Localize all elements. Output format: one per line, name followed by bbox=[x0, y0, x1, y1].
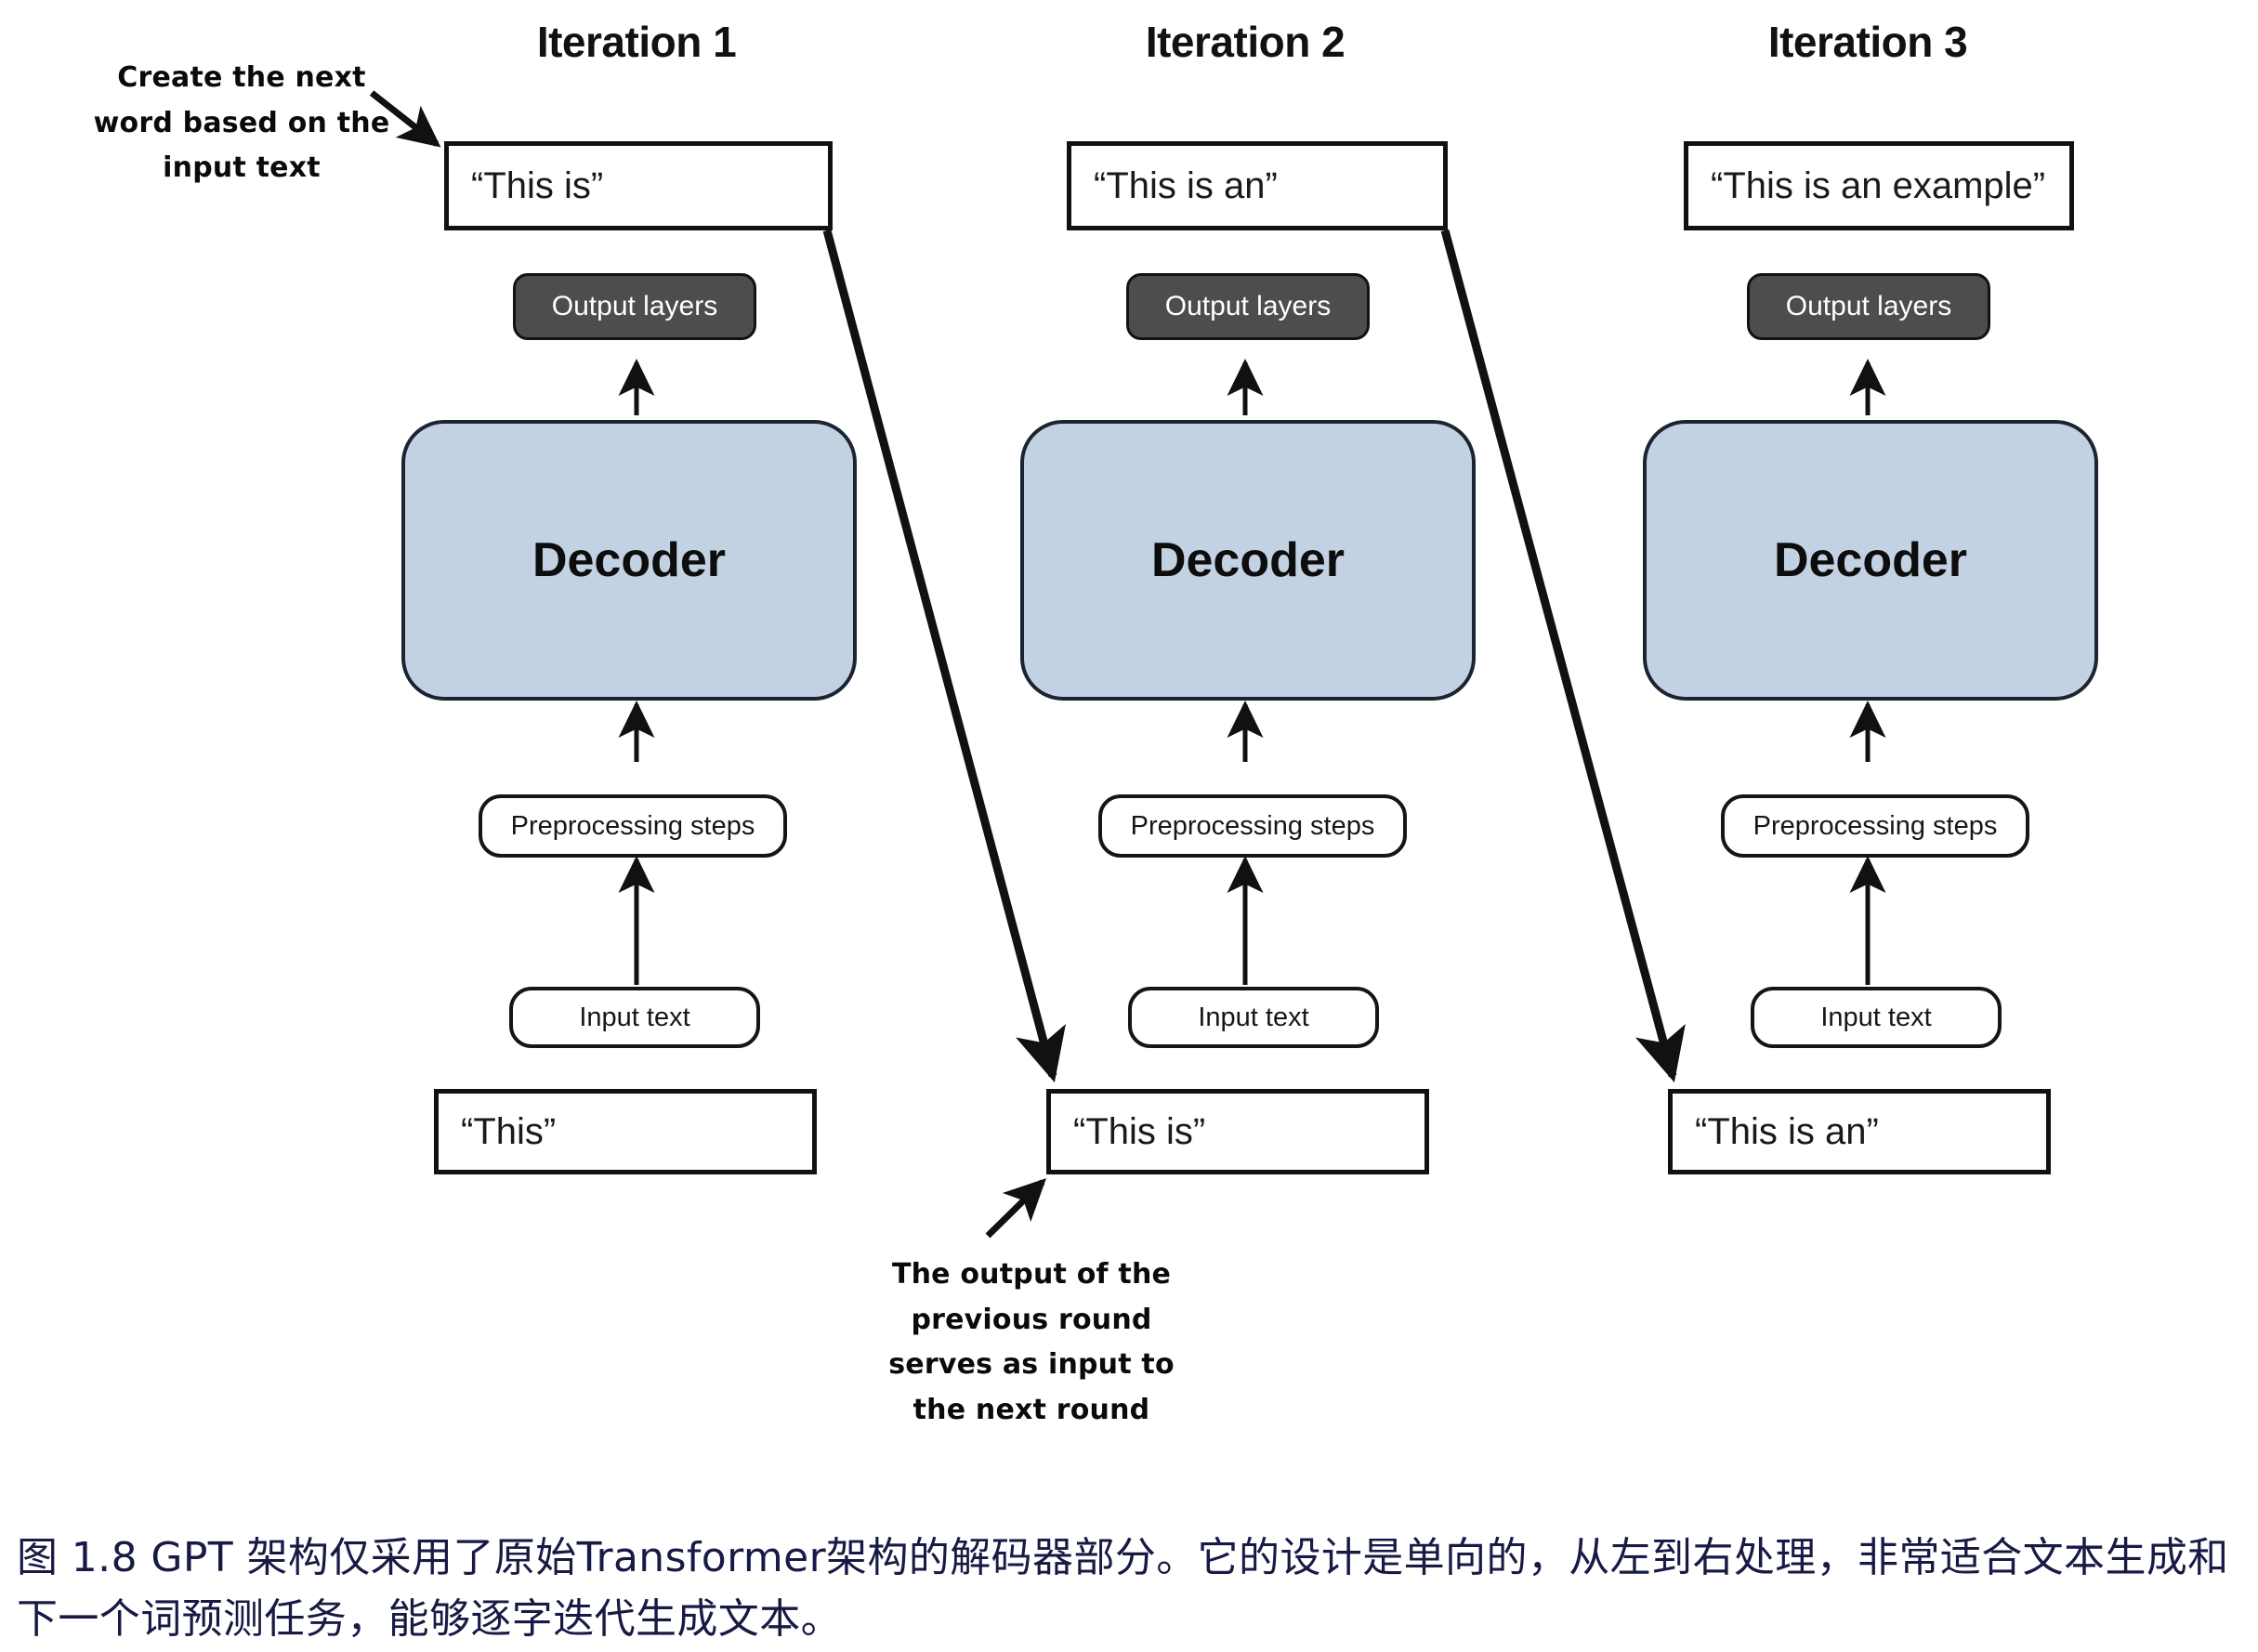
preprocessing-label-2: Preprocessing steps bbox=[1130, 810, 1375, 841]
preprocessing-label-1: Preprocessing steps bbox=[510, 810, 755, 841]
input-string-box-iteration-3: “This is an” bbox=[1668, 1089, 2051, 1174]
input-string-iteration-3: “This is an” bbox=[1695, 1110, 1879, 1152]
decoder-label-1: Decoder bbox=[532, 533, 727, 587]
decoder-label-3: Decoder bbox=[1773, 533, 1968, 587]
decoder-box-iteration-2: Decoder bbox=[1020, 420, 1476, 701]
output-layers-label-1: Output layers bbox=[551, 291, 718, 321]
output-text-box-iteration-2: “This is an” bbox=[1067, 141, 1448, 230]
output-text-iteration-3: “This is an example” bbox=[1711, 164, 2046, 206]
preprocessing-label-3: Preprocessing steps bbox=[1753, 810, 1998, 841]
figure-caption: 图 1.8 GPT 架构仅采用了原始Transformer架构的解码器部分。它的… bbox=[17, 1534, 2229, 1643]
iteration-2-title: Iteration 2 bbox=[1145, 18, 1346, 66]
decoder-label-2: Decoder bbox=[1150, 533, 1346, 587]
output-text-box-iteration-3: “This is an example” bbox=[1684, 141, 2074, 230]
input-text-label-3: Input text bbox=[1820, 1002, 1932, 1032]
preprocessing-box-iteration-1: Preprocessing steps bbox=[479, 794, 787, 858]
carry-arrow-2-to-3 bbox=[1440, 229, 1686, 1082]
decoder-box-iteration-1: Decoder bbox=[401, 420, 857, 701]
output-layers-box-iteration-3: Output layers bbox=[1747, 273, 1990, 340]
decoder-box-iteration-3: Decoder bbox=[1643, 420, 2098, 701]
preprocessing-box-iteration-3: Preprocessing steps bbox=[1721, 794, 2029, 858]
input-text-box-iteration-2: Input text bbox=[1128, 987, 1379, 1048]
input-text-box-iteration-3: Input text bbox=[1751, 987, 2002, 1048]
iteration-3-title: Iteration 3 bbox=[1767, 18, 1968, 66]
input-text-box-iteration-1: Input text bbox=[509, 987, 760, 1048]
output-layers-label-3: Output layers bbox=[1785, 291, 1952, 321]
carry-arrow-1-to-2 bbox=[822, 229, 1066, 1082]
output-text-iteration-2: “This is an” bbox=[1094, 164, 1278, 206]
input-string-iteration-2: “This is” bbox=[1073, 1110, 1206, 1152]
input-text-label-2: Input text bbox=[1198, 1002, 1309, 1032]
output-layers-label-2: Output layers bbox=[1164, 291, 1332, 321]
annotation-leader-bottom bbox=[985, 1178, 1046, 1239]
input-string-box-iteration-2: “This is” bbox=[1046, 1089, 1429, 1174]
input-text-label-1: Input text bbox=[579, 1002, 690, 1032]
output-text-box-iteration-1: “This is” bbox=[444, 141, 833, 230]
iteration-1-title: Iteration 1 bbox=[536, 18, 737, 66]
output-text-iteration-1: “This is” bbox=[471, 164, 604, 206]
input-string-iteration-1: “This” bbox=[461, 1110, 557, 1152]
input-string-box-iteration-1: “This” bbox=[434, 1089, 817, 1174]
preprocessing-box-iteration-2: Preprocessing steps bbox=[1098, 794, 1407, 858]
output-layers-box-iteration-2: Output layers bbox=[1126, 273, 1370, 340]
output-layers-box-iteration-1: Output layers bbox=[513, 273, 756, 340]
